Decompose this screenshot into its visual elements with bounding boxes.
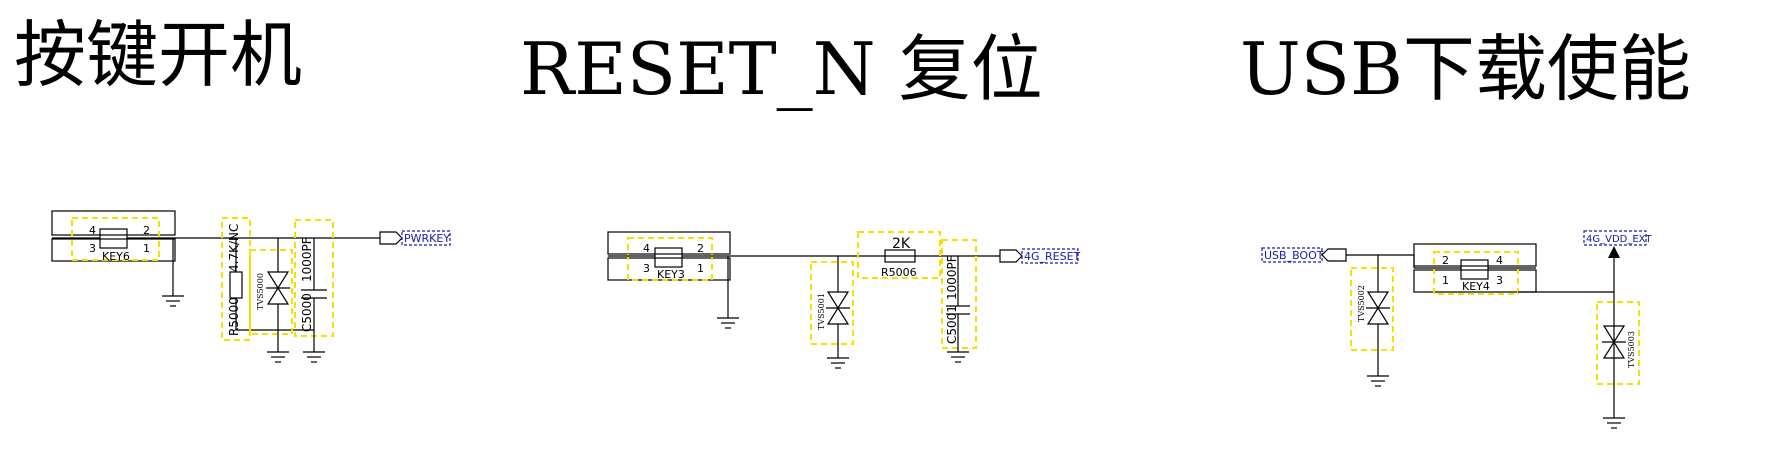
tvs-diode-tvs5003: TVS5003 [1596,301,1640,385]
tvs-diode-tvs5000: TVS5000 [249,238,293,352]
power-circuit: 4 2 3 1 KEY6 4.7K/NC R5000 [51,210,451,363]
tvs-ref-label: TVS5000 [256,273,265,310]
net-port-usb-boot: USB_BOOT [1261,247,1347,263]
ground-symbol [162,295,184,307]
pin-label: 2 [143,224,150,237]
tvs-ref-label: TVS5002 [1357,285,1366,322]
net-label: PWRKEY [404,232,450,245]
tvs-ref-label: TVS5001 [817,293,826,330]
ground-symbol [1603,417,1625,429]
pin-label: 4 [643,242,650,255]
cap-value-label: 1000PF [945,255,959,300]
cap-ref-label: C5001 [945,305,959,344]
capacitor-c5000: 1000PF C5000 [294,219,334,352]
resistor-ref-label: R5006 [881,266,917,279]
ground-symbol [827,357,849,369]
tvs-ref-label: TVS5003 [1627,331,1636,368]
pin-label: 4 [1496,254,1503,267]
title-power-on: 按键开机 [14,13,302,97]
power-arrow-icon [1608,246,1620,258]
pin-label: 1 [697,262,704,275]
key-switch-key6: 4 2 3 1 KEY6 [51,210,176,263]
tvs-diode-tvs5002: TVS5002 [1350,255,1394,376]
key-ref-label: KEY4 [1462,280,1490,293]
ground-symbol [717,317,739,329]
net-port-pwrkey: PWRKEY [379,230,451,246]
ground-symbol [267,351,289,363]
key-switch-key3: 4 2 3 1 KEY3 [607,231,731,281]
pin-label: 3 [89,242,96,255]
pin-label: 3 [1496,274,1503,287]
ground-symbol [1367,375,1389,387]
pin-label: 2 [1442,254,1449,267]
resistor-ref-label: R5000 [227,297,241,336]
cap-value-label: 1000PF [300,237,314,282]
title-usb-download: USB下载使能 [1240,27,1691,111]
net-port-4g-reset: 4G_RESET [999,248,1081,264]
pin-label: 3 [643,262,650,275]
cap-ref-label: C5000 [300,293,314,332]
resistor-r5006: 2K R5006 [857,231,941,279]
usb-circuit: USB_BOOT TVS5002 2 [1261,230,1652,429]
key-ref-label: KEY6 [102,250,130,263]
resistor-value-label: 2K [892,236,911,252]
pin-label: 4 [89,224,96,237]
net-label: USB_BOOT [1264,249,1324,262]
ground-symbol [947,351,969,363]
tvs-diode-tvs5001: TVS5001 [810,256,854,358]
title-reset: RESET_N 复位 [520,27,1043,111]
capacitor-c5001: 1000PF C5001 [941,239,977,352]
net-port-4g-vdd-ext: 4G_VDD_EXT [1583,230,1652,246]
key-switch-key4: 2 4 1 3 KEY4 [1413,243,1537,295]
resistor-value-label: 4.7K/NC [227,224,241,272]
ground-symbol [303,351,325,363]
pin-label: 1 [143,242,150,255]
resistor-r5000: 4.7K/NC R5000 [221,217,251,341]
pin-label: 2 [697,242,704,255]
key-ref-label: KEY3 [657,268,685,281]
net-label: 4G_RESET [1024,250,1081,263]
net-label: 4G_VDD_EXT [1586,234,1652,245]
pin-label: 1 [1442,274,1449,287]
reset-circuit: 4 2 3 1 KEY3 TVS5001 [607,231,1081,369]
